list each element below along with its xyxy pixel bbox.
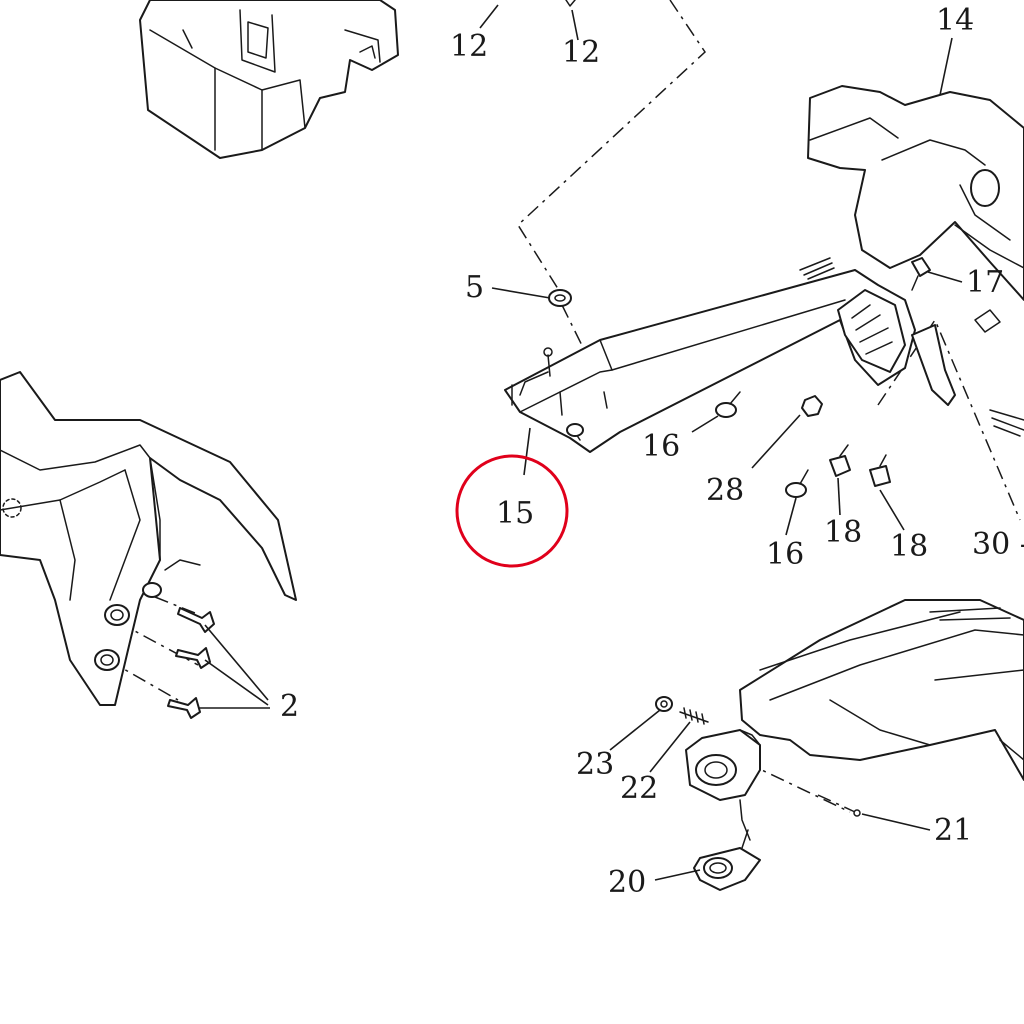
callout-16: 16 [642, 429, 680, 464]
assembly-guide-line [517, 0, 706, 293]
callout-12: 12 [562, 35, 600, 70]
callout-5: 5 [465, 270, 484, 305]
assembly-guide-line [877, 318, 1021, 521]
leader-lines [198, 4, 963, 881]
tail-cowl-part [807, 85, 1024, 301]
assembly-guide-line [744, 761, 851, 813]
front-fender-part [0, 371, 297, 706]
callout-20: 20 [608, 865, 646, 900]
screw-16b-part [785, 469, 809, 498]
bolts-2-part [167, 607, 215, 719]
spring-22-part [679, 707, 709, 725]
washer-23-part [655, 696, 673, 712]
callout-15: 15 [496, 496, 534, 531]
callout-18: 18 [890, 529, 928, 564]
callout-labels: 12 12 14 5 17 16 28 15 16 18 18 30 - 2 2… [280, 3, 1024, 900]
callout-21: 21 [934, 813, 972, 848]
callout-17: 17 [966, 265, 1004, 300]
callout-18: 18 [824, 515, 862, 550]
clamp-20-part [693, 829, 761, 891]
callout-14: 14 [936, 3, 974, 38]
callout-2: 2 [280, 689, 299, 724]
right-trim-part [974, 309, 1024, 437]
washer-5-part [548, 289, 572, 307]
bolt-12-part [565, 0, 576, 7]
callout-30: 30 - [972, 527, 1024, 562]
callout-28: 28 [706, 473, 744, 508]
fastener-17-part [911, 257, 931, 291]
nut-28-part [801, 395, 823, 417]
bolt-18a-part [829, 444, 851, 477]
pin-21-part [817, 794, 861, 817]
lever-assembly-part [685, 599, 1024, 841]
callout-22: 22 [620, 771, 658, 806]
callout-12: 12 [450, 29, 488, 64]
screw-16a-part [715, 391, 741, 418]
callout-23: 23 [576, 747, 614, 782]
highlight-circle [455, 454, 569, 568]
battery-box-part [139, 0, 399, 159]
bracket-15-part [504, 257, 956, 453]
bolt-18b-part [869, 454, 891, 487]
callout-16: 16 [766, 537, 804, 572]
